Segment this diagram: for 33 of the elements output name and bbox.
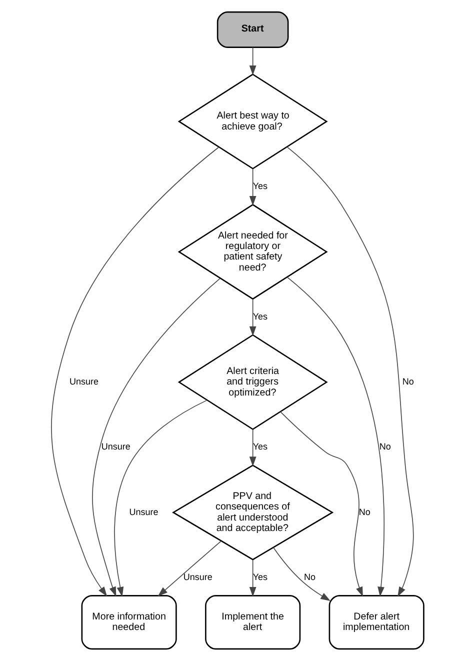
edge-label: No bbox=[378, 442, 390, 452]
arrow bbox=[248, 168, 256, 206]
node-diamond: Alert needed for regulatory or patient safety need? bbox=[177, 204, 328, 300]
edge-label: Yes bbox=[252, 572, 268, 582]
arrow bbox=[272, 547, 330, 601]
arrow bbox=[248, 298, 256, 336]
arrow bbox=[114, 400, 207, 597]
node-diamond: Alert best way to achieve goal? bbox=[177, 74, 328, 170]
arrow bbox=[248, 47, 256, 76]
arrow bbox=[50, 146, 219, 596]
node-box: More information needed bbox=[80, 595, 176, 650]
arrow bbox=[286, 276, 384, 597]
node-box: Defer alert implementation bbox=[328, 595, 424, 650]
arrow bbox=[248, 559, 256, 597]
node-diamond: Alert criteria and triggers optimized? bbox=[177, 334, 328, 430]
node-box: Start bbox=[216, 11, 288, 48]
node-box: Implement the alert bbox=[204, 595, 300, 650]
edge-label: No bbox=[304, 572, 316, 582]
edge-label: No bbox=[358, 506, 370, 517]
arrow bbox=[286, 146, 414, 597]
edge-label: No bbox=[402, 376, 414, 386]
edge-label: Yes bbox=[252, 442, 268, 452]
edge-label: Yes bbox=[252, 180, 268, 191]
arrow bbox=[279, 411, 362, 597]
node-diamond: PPV and consequences of alert understood and acceptable? bbox=[172, 464, 334, 560]
edge-label: Unsure bbox=[68, 376, 98, 386]
edge-label: Unsure bbox=[182, 572, 212, 582]
arrow bbox=[92, 278, 220, 597]
arrow bbox=[248, 429, 256, 466]
edge-label: Unsure bbox=[128, 506, 158, 517]
edge-label: Unsure bbox=[100, 442, 130, 452]
arrow bbox=[157, 540, 221, 596]
edge-label: Yes bbox=[252, 311, 268, 322]
